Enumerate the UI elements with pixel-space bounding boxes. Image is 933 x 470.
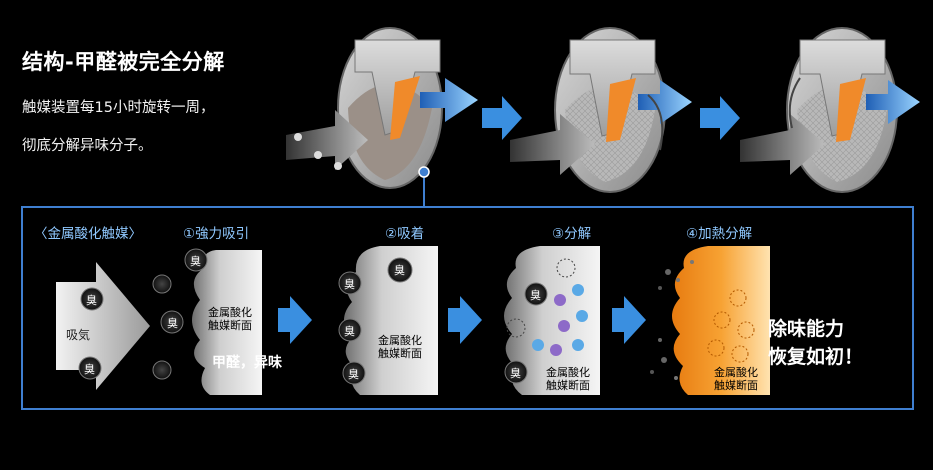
smell-label: 臭 [84,363,95,376]
smell-label: 臭 [190,255,201,268]
smell-label: 臭 [167,317,178,330]
panel-label: 〈金属酸化触媒〉 [34,226,142,242]
smell-label: 臭 [348,368,359,381]
step-2-label: ②吸着 [385,226,425,242]
smell-label: 臭 [344,325,355,338]
restore-line-2: 恢复如初！ [768,346,864,368]
smell-label: 臭 [344,278,355,291]
cross-section-label-4: 金属酸化触媒断面 [714,366,758,392]
device-2 [510,27,692,193]
step-4-label: ④加熱分解 [686,226,753,242]
step-3-label: ③分解 [552,226,592,242]
device-3 [740,27,920,193]
smell-label: 臭 [530,289,541,302]
step-1-label: ①強力吸引 [183,226,250,242]
rotation-illustration [286,27,920,207]
cross-section-label-1: 金属酸化触媒断面 [208,306,252,332]
catalyst-panel [21,206,914,410]
flow-arrow-2 [700,96,740,140]
description-line-2: 彻底分解异味分子。 [22,138,153,154]
intake-label: 吸気 [66,328,91,342]
restore-line-1: 除味能力 [768,318,845,340]
flow-arrow-1 [482,96,522,140]
cross-section-label-2: 金属酸化触媒断面 [378,334,422,360]
smell-label: 臭 [510,367,521,380]
smell-label: 臭 [394,264,405,277]
cross-section-label-3: 金属酸化触媒断面 [546,366,590,392]
page-title: 结构-甲醛被完全分解 [22,50,225,74]
device-1 [286,27,478,189]
formaldehyde-label: 甲醛，异味 [212,355,282,371]
description-line-1: 触媒装置每15小时旋转一周， [22,100,215,116]
smell-label: 臭 [86,294,97,307]
